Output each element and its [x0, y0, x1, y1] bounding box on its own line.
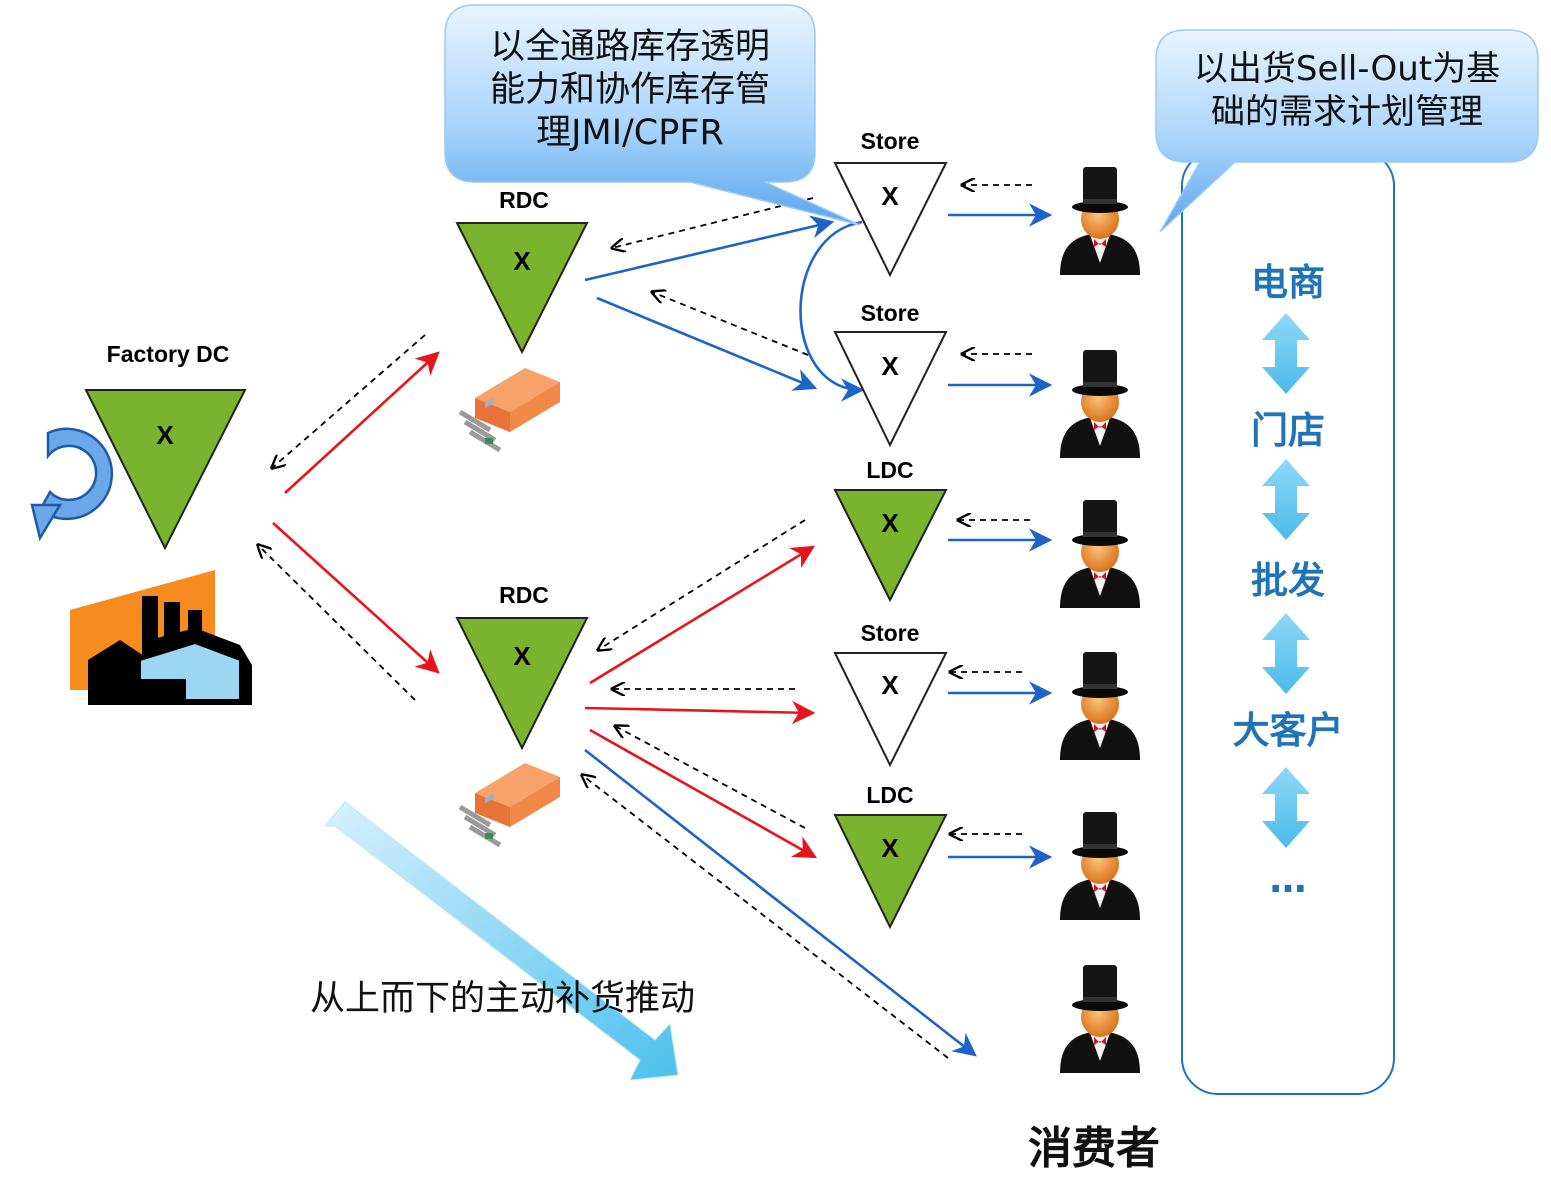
warehouse-icon [460, 368, 560, 450]
callout-right-text: 以出货Sell-Out为基 础的需求计划管理 [1158, 48, 1536, 134]
consumer-icon [1060, 652, 1140, 760]
node-store-2 [833, 331, 948, 448]
node-rdc-bottom [455, 617, 589, 751]
consumer-icon [1060, 350, 1140, 458]
callout-left-line: 能力和协作库存管 [489, 70, 770, 110]
rdc-label-bottom: RDC [499, 582, 549, 608]
store-label-1: Store [860, 128, 920, 154]
callout-left [444, 4, 861, 226]
node-ldc-2 [833, 814, 948, 930]
node-mark: X [881, 508, 899, 538]
consumer-icon [1060, 500, 1140, 608]
node-rdc-top [455, 222, 589, 355]
warehouse-icon [460, 763, 560, 845]
callout-right-line: 以出货Sell-Out为基 [1193, 49, 1501, 89]
consumer-icon [1060, 965, 1140, 1073]
consumer-icon [1060, 812, 1140, 920]
node-mark: X [881, 351, 899, 381]
node-mark: X [513, 641, 531, 671]
callout-left-line: 理JMI/CPFR [536, 113, 724, 153]
node-mark: X [513, 246, 531, 276]
node-factory-dc [84, 389, 247, 551]
consumers-label: 消费者 [1028, 1123, 1160, 1174]
channel-ecommerce: 电商 [1251, 261, 1325, 304]
node-mark: X [881, 670, 899, 700]
callout-left-text: 以全通路库存透明 能力和协作库存管 理JMI/CPFR [448, 26, 812, 155]
channel-stores: 门店 [1251, 409, 1325, 452]
node-store-1 [833, 162, 948, 278]
channel-wholesale: 批发 [1251, 559, 1325, 602]
callout-right-line: 础的需求计划管理 [1211, 92, 1483, 132]
pull-signal-arrows [258, 185, 1032, 1059]
node-mark: X [881, 181, 899, 211]
node-mark: X [156, 420, 174, 450]
factory-dc-label: Factory DC [106, 341, 230, 367]
channel-more: … [1269, 858, 1307, 901]
consumer-icon [1060, 167, 1140, 275]
callout-right [1155, 29, 1539, 233]
store-label-2: Store [860, 300, 920, 326]
ldc-label-1: LDC [866, 457, 914, 483]
node-mark: X [881, 833, 899, 863]
refresh-icon [30, 427, 114, 542]
channel-arrows [1262, 313, 1310, 848]
ldc-label-2: LDC [866, 782, 914, 808]
push-arrow-shape [323, 801, 679, 1081]
node-ldc-1 [833, 489, 948, 603]
factory-icon [70, 570, 252, 705]
store-label-3: Store [860, 620, 920, 646]
rdc-label-top: RDC [499, 187, 549, 213]
callout-left-line: 以全通路库存透明 [489, 27, 770, 67]
channel-key-accounts: 大客户 [1232, 709, 1344, 752]
push-label: 从上而下的主动补货推动 [310, 979, 696, 1019]
flow-arrows [584, 203, 1053, 1057]
node-store-3 [833, 652, 948, 768]
push-replenish-arrows [272, 351, 818, 859]
